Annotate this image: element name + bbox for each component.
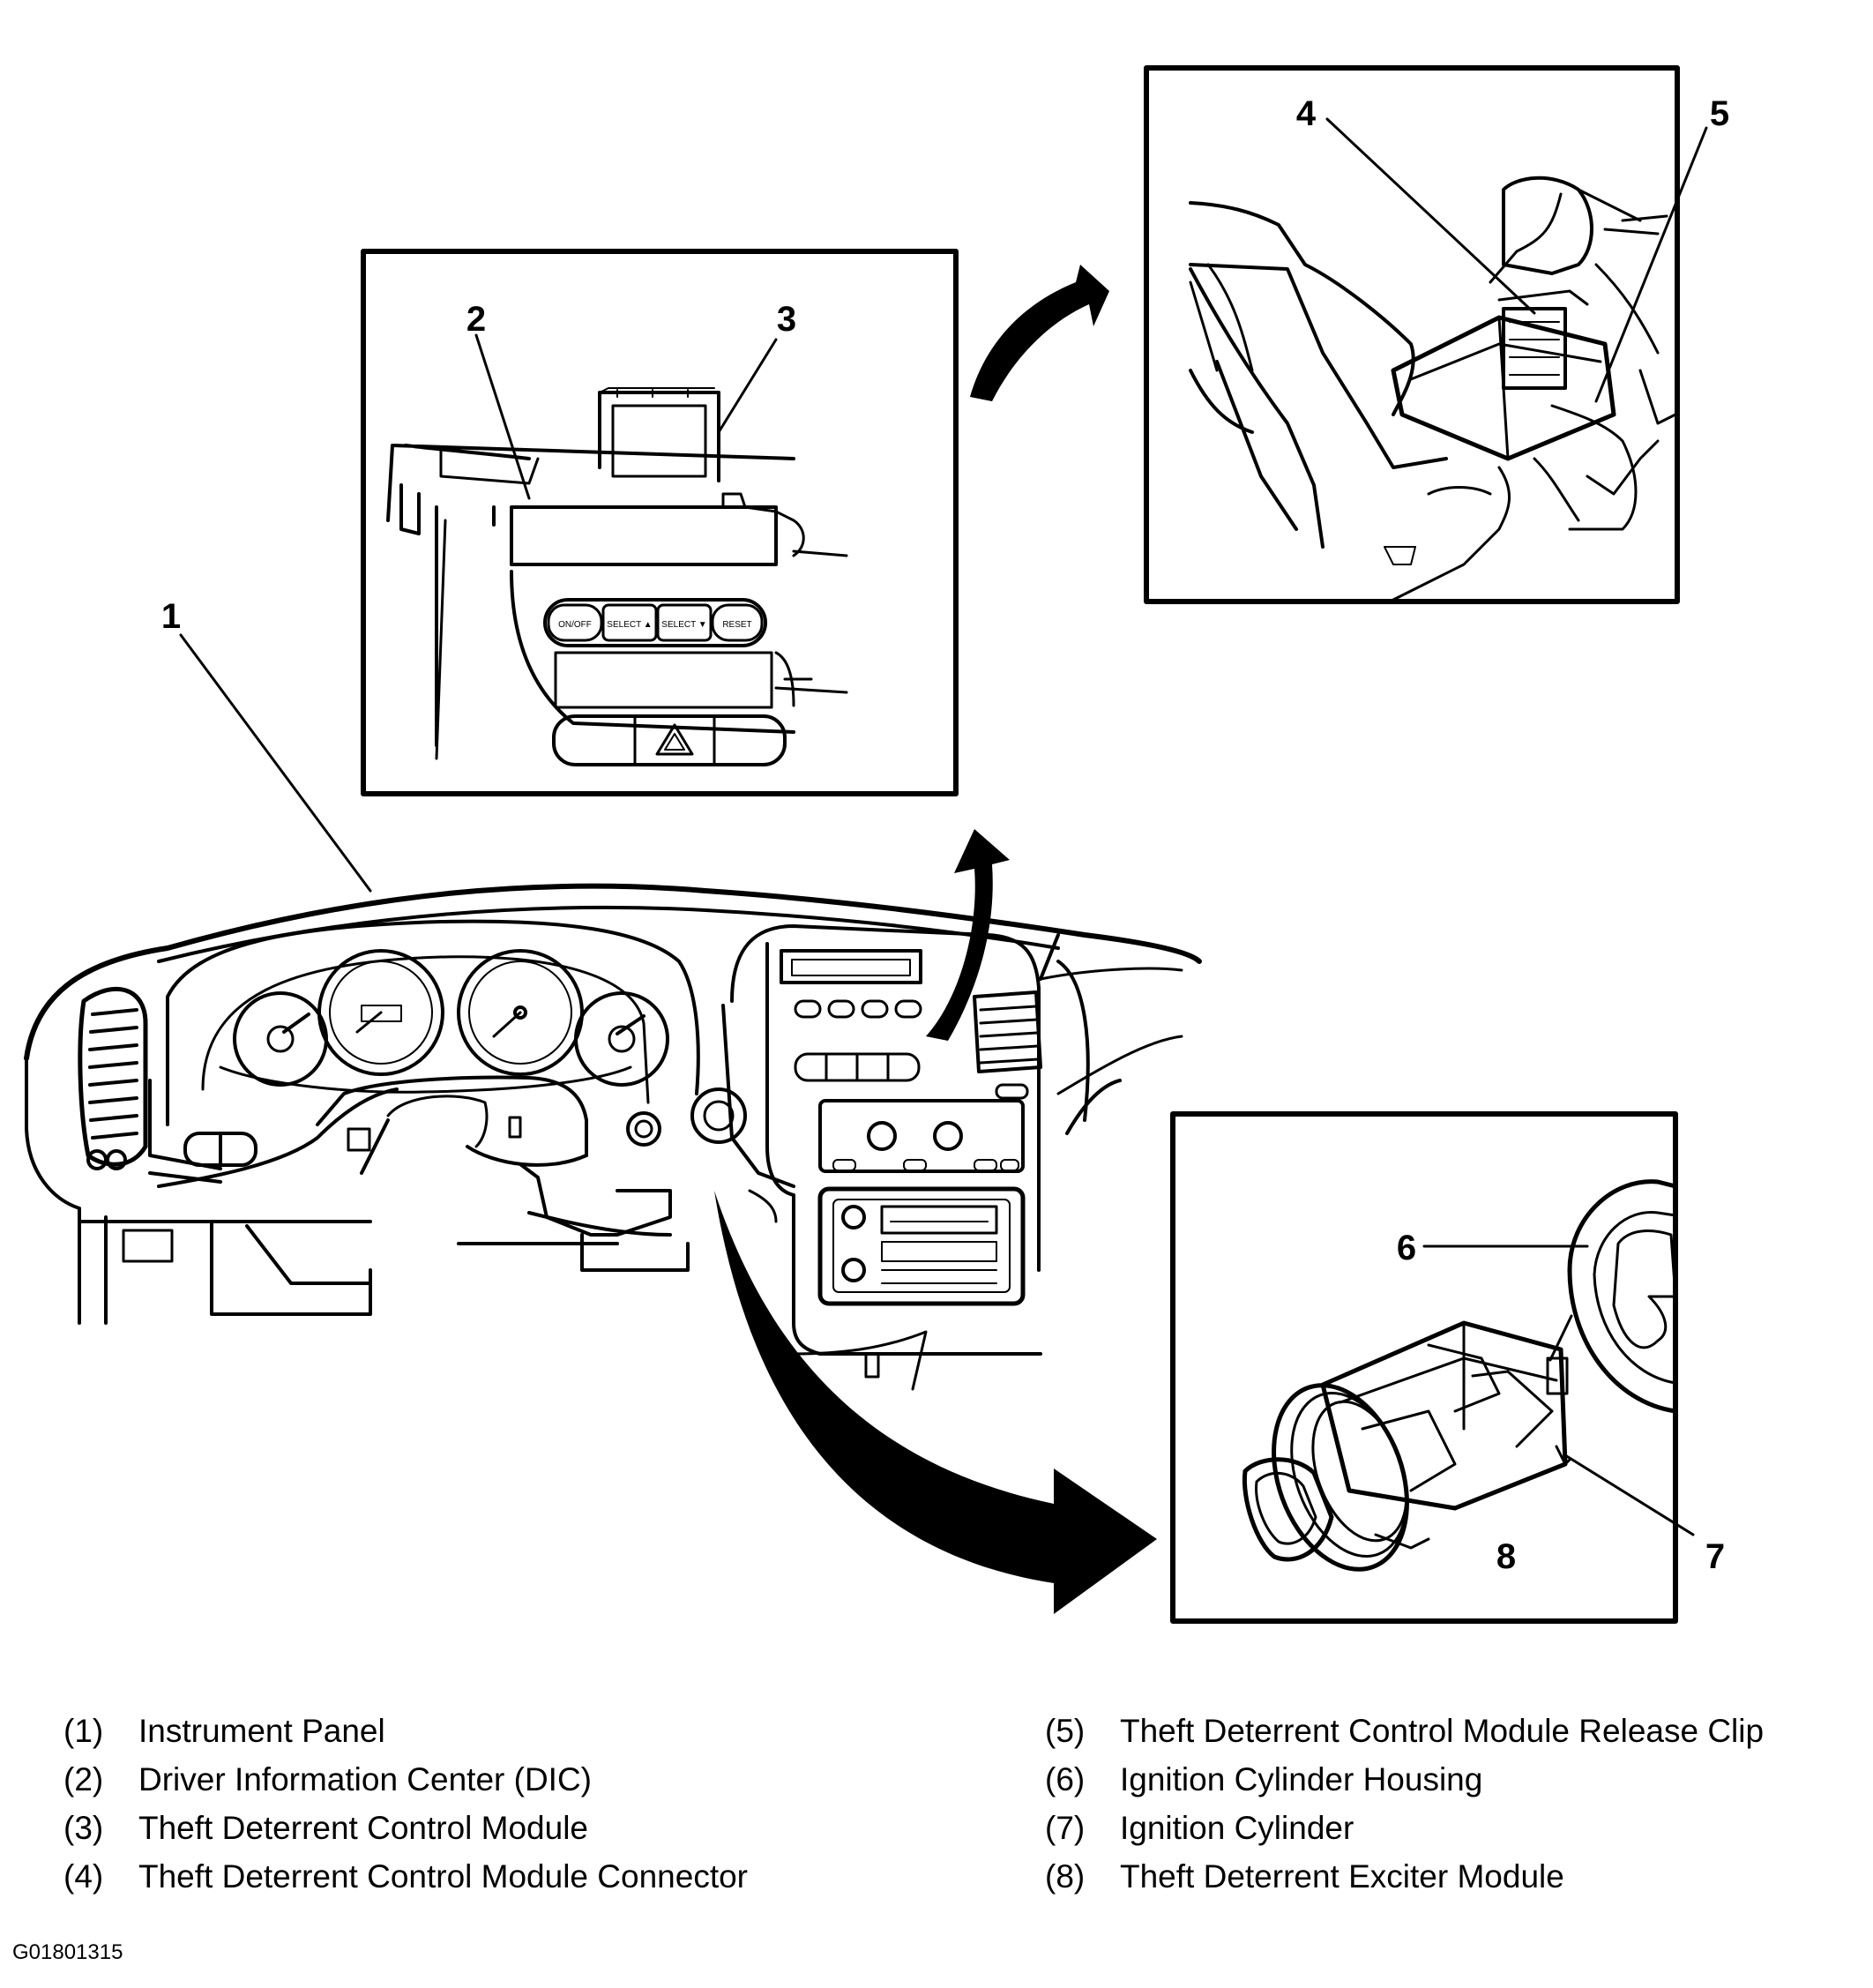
legend-label: Driver Information Center (DIC)	[138, 1761, 593, 1797]
legend-item-5: (5) Theft Deterrent Control Module Relea…	[1045, 1707, 1764, 1755]
legend-label: Theft Deterrent Control Module	[138, 1810, 589, 1846]
dic-button-on-off: ON/OFF	[558, 620, 592, 630]
callout-2: 2	[466, 300, 486, 339]
legend-right-column: (5) Theft Deterrent Control Module Relea…	[1045, 1707, 1764, 1901]
dic-button-select-up: SELECT ▲	[607, 620, 652, 630]
arrow-to-dic-view	[926, 829, 1010, 1041]
legend-item-7: (7) Ignition Cylinder	[1045, 1804, 1764, 1852]
instrument-panel-diagram: ON/OFF SELECT ▲ SELECT ▼ RESET	[24, 65, 1729, 1624]
legend-label: Theft Deterrent Exciter Module	[1120, 1858, 1564, 1895]
legend-label: Theft Deterrent Control Module Release C…	[1120, 1713, 1765, 1749]
legend-label: Instrument Panel	[138, 1713, 385, 1749]
legend-left-column: (1) Instrument Panel (2) Driver Informat…	[63, 1707, 748, 1901]
legend-number: (7)	[1045, 1810, 1086, 1846]
callout-5: 5	[1710, 94, 1729, 133]
arrow-to-ignition-view	[714, 1191, 1157, 1614]
legend-item-1: (1) Instrument Panel	[63, 1707, 748, 1755]
callout-3: 3	[777, 300, 796, 339]
dic-button-reset: RESET	[722, 620, 751, 630]
dic-detail-inset: ON/OFF SELECT ▲ SELECT ▼ RESET	[361, 249, 959, 796]
dic-button-select-down: SELECT ▼	[661, 620, 706, 630]
legend-number: (5)	[1045, 1713, 1086, 1749]
callout-8: 8	[1496, 1537, 1516, 1576]
callout-4: 4	[1296, 94, 1317, 133]
callout-7: 7	[1705, 1537, 1725, 1576]
legend-item-2: (2) Driver Information Center (DIC)	[63, 1755, 748, 1804]
arrow-to-module-connector-view	[970, 265, 1109, 401]
legend-number: (6)	[1045, 1761, 1086, 1797]
detail-arrows	[714, 265, 1157, 1614]
module-connector-inset	[1144, 65, 1708, 604]
legend-number: (8)	[1045, 1858, 1086, 1895]
legend-item-4: (4) Theft Deterrent Control Module Conne…	[63, 1852, 748, 1901]
legend-number: (3)	[63, 1810, 104, 1846]
legend-number: (2)	[63, 1761, 104, 1797]
callout-6: 6	[1397, 1229, 1416, 1267]
dashboard-drawing	[24, 883, 1202, 1391]
legend-label: Theft Deterrent Control Module Connector	[138, 1858, 749, 1895]
legend-label: Ignition Cylinder	[1120, 1810, 1354, 1846]
callout-1: 1	[161, 597, 181, 636]
legend-item-6: (6) Ignition Cylinder Housing	[1045, 1755, 1764, 1804]
legend-number: (4)	[63, 1858, 104, 1895]
legend-number: (1)	[63, 1713, 104, 1749]
legend-label: Ignition Cylinder Housing	[1120, 1761, 1483, 1797]
ignition-cylinder-inset	[1170, 1111, 1695, 1624]
legend-item-8: (8) Theft Deterrent Exciter Module	[1045, 1852, 1764, 1901]
figure-id: G01801315	[12, 1940, 123, 1964]
legend-item-3: (3) Theft Deterrent Control Module	[63, 1804, 748, 1852]
